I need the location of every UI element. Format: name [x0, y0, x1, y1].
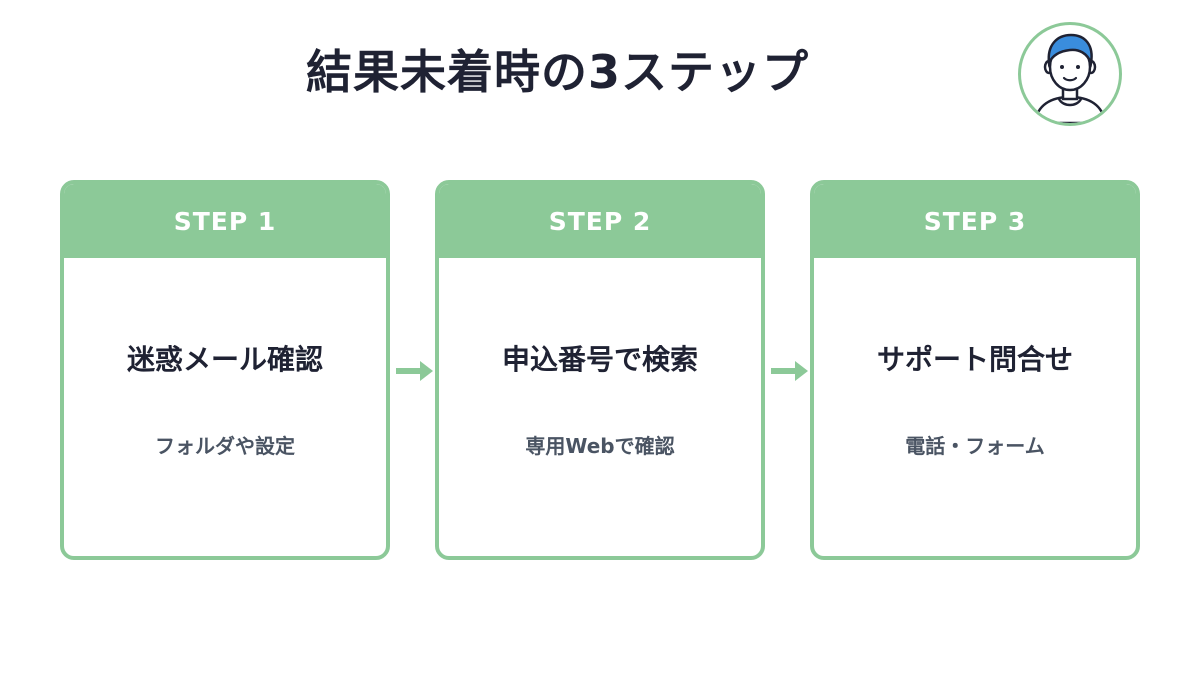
page-title: 結果未着時の3ステップ [305, 45, 809, 99]
step-subtitle-3: 電話・フォーム [905, 434, 1045, 458]
step-label-3: STEP 3 [814, 184, 1136, 258]
step-subtitle-1: フォルダや設定 [155, 434, 295, 458]
step-card-2: STEP 2 申込番号で検索 専用Webで確認 [435, 180, 765, 560]
person-avatar-icon [1018, 22, 1122, 126]
arrow-right-icon [771, 361, 808, 381]
step-title-2: 申込番号で検索 [501, 343, 698, 376]
arrow-right-icon [396, 361, 433, 381]
step-subtitle-2: 専用Webで確認 [525, 434, 675, 458]
step-card-1: STEP 1 迷惑メール確認 フォルダや設定 [60, 180, 390, 560]
step-title-1: 迷惑メール確認 [126, 343, 323, 376]
step-label-2: STEP 2 [439, 184, 761, 258]
step-title-3: サポート問合せ [876, 343, 1073, 376]
step-label-1: STEP 1 [64, 184, 386, 258]
step-card-3: STEP 3 サポート問合せ 電話・フォーム [810, 180, 1140, 560]
